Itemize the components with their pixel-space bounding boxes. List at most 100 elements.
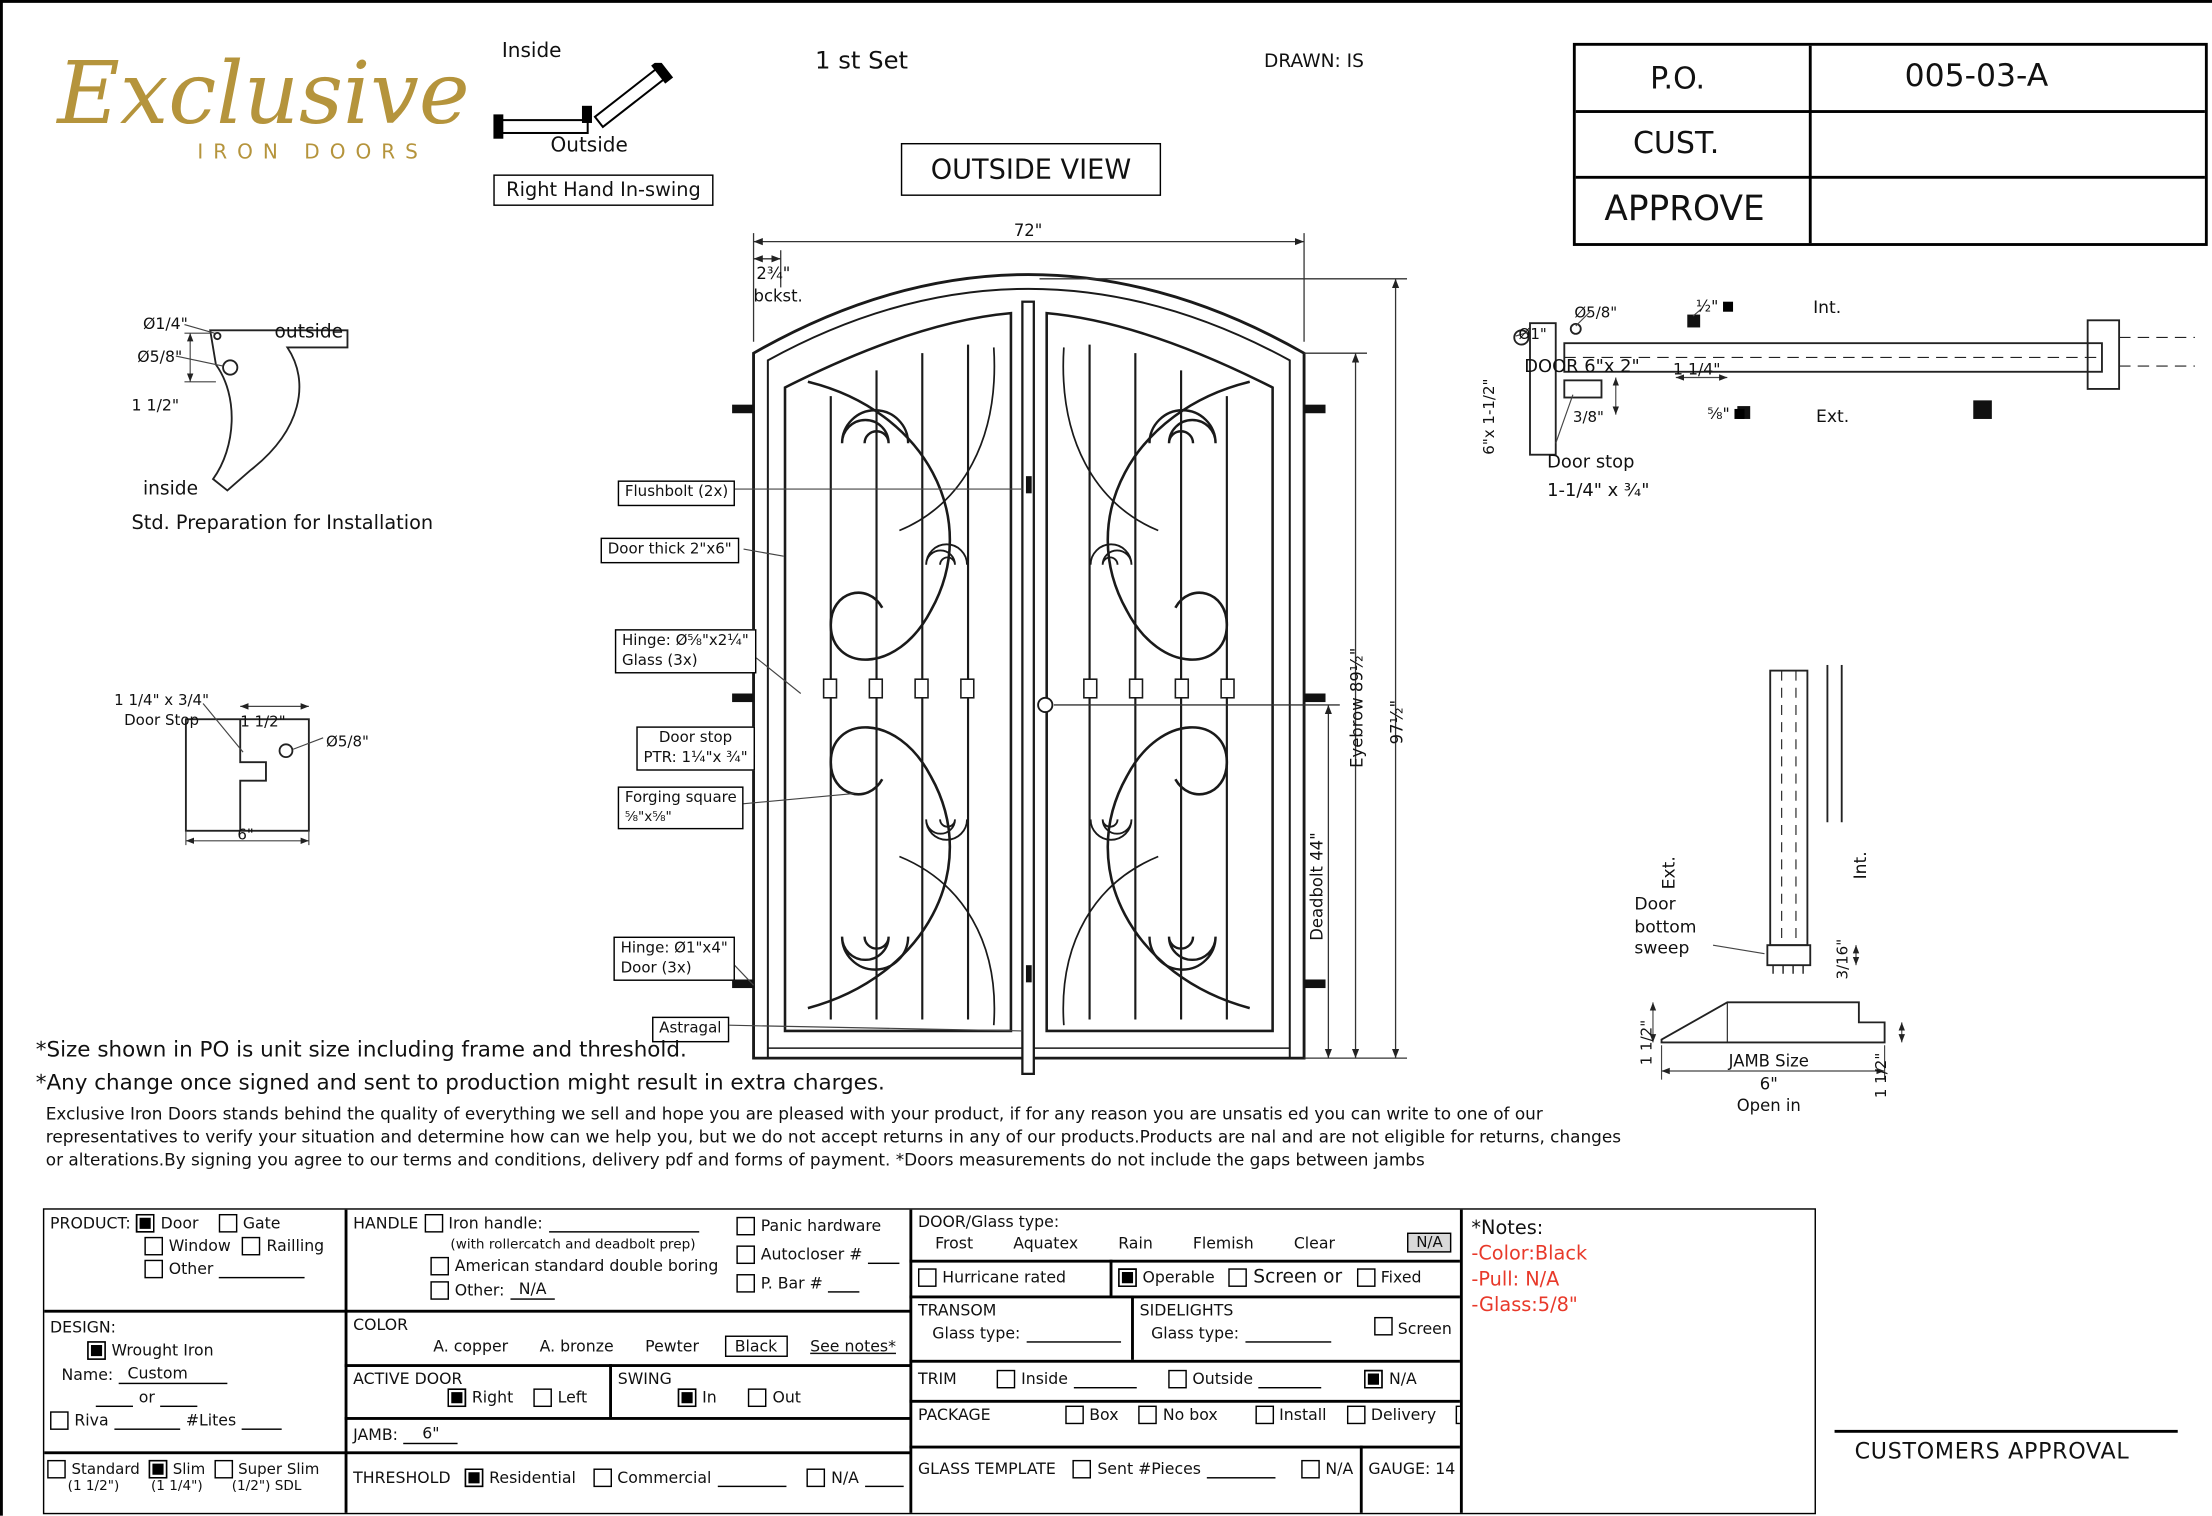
glass-rain-option[interactable]: Rain	[1118, 1233, 1153, 1252]
color-black-selected[interactable]: Black	[724, 1335, 788, 1357]
commercial-field[interactable]	[717, 1469, 787, 1487]
template-sent-field[interactable]	[1206, 1461, 1276, 1478]
order-notes-title: *Notes:	[1471, 1216, 1544, 1240]
checkbox-panic-hardware[interactable]	[736, 1216, 755, 1236]
checkbox-template-sent[interactable]	[1073, 1459, 1092, 1479]
pkg-nobox-label: No box	[1162, 1405, 1218, 1425]
checkbox-pkg-box[interactable]	[1064, 1405, 1084, 1425]
glass-aquatex-option[interactable]: Aquatex	[1013, 1233, 1079, 1252]
gauge-cell: GAUGE: 14	[1363, 1448, 1460, 1512]
checkbox-residential[interactable]	[464, 1468, 484, 1488]
hurricane-cell: Hurricane rated	[912, 1263, 1109, 1296]
head-door-label: DOOR 6"x 2"	[1524, 354, 1640, 377]
pbar-field[interactable]	[828, 1275, 860, 1292]
trim-outside-label: Outside	[1192, 1369, 1254, 1389]
doorstop-title: 1 1/4" x 3/4" Door Stop	[106, 692, 218, 731]
checkbox-active-left[interactable]	[533, 1388, 552, 1408]
checkbox-template-na[interactable]	[1301, 1459, 1320, 1479]
head-half-label: ½"	[1696, 297, 1733, 316]
product-cell: PRODUCT: Door Gate Window Railling Other	[44, 1210, 344, 1310]
design-or-label: or	[138, 1388, 155, 1408]
prep-d112-label: 1 1/2"	[131, 396, 180, 415]
set-label: 1 st Set	[815, 47, 909, 76]
panic-hardware-label: Panic hardware	[760, 1216, 882, 1236]
checkbox-door[interactable]	[136, 1213, 155, 1233]
standard-sub: (1 1/2")	[67, 1478, 120, 1495]
checkbox-hurricane[interactable]	[917, 1268, 937, 1287]
checkbox-fixed[interactable]	[1356, 1268, 1376, 1287]
callout-leaders	[724, 488, 1023, 1032]
checkbox-pkg-install[interactable]	[1254, 1405, 1274, 1425]
checkbox-operable[interactable]	[1118, 1268, 1137, 1287]
order-notes-panel: *Notes: -Color:Black -Pull: N/A -Glass:5…	[1463, 1210, 1815, 1513]
callout-forging: Forging square ⅝"x⅝"	[617, 786, 744, 830]
color-bronze-option[interactable]: A. bronze	[539, 1336, 614, 1356]
checkbox-swing-in[interactable]	[677, 1388, 697, 1408]
color-pewter-option[interactable]: Pewter	[645, 1336, 699, 1356]
transom-label: TRANSOM	[917, 1301, 997, 1320]
checkbox-handle-other[interactable]	[430, 1280, 449, 1300]
callout-hinge-door-line1: Hinge: Ø1"x4"	[620, 939, 728, 957]
active-left-label: Left	[557, 1388, 588, 1408]
callout-door-thick-text: Door thick 2"x6"	[607, 540, 732, 558]
sidelights-label: SIDELIGHTS	[1139, 1301, 1234, 1320]
iron-handle-field[interactable]	[548, 1215, 699, 1232]
threshold-na-field[interactable]	[864, 1469, 904, 1487]
sill-sweep-line1: Door	[1634, 893, 1676, 914]
checkbox-wrought-iron[interactable]	[87, 1341, 106, 1360]
glass-clear-option[interactable]: Clear	[1293, 1233, 1335, 1252]
product-other-field[interactable]	[219, 1260, 305, 1278]
checkbox-riva[interactable]	[50, 1411, 69, 1430]
checkbox-swing-out[interactable]	[748, 1388, 767, 1408]
sidelights-screen-label: Screen	[1397, 1319, 1452, 1339]
trim-inside-field[interactable]	[1073, 1371, 1137, 1388]
checkbox-trim-inside[interactable]	[996, 1369, 1016, 1389]
riva-field[interactable]	[114, 1412, 181, 1430]
callout-forging-line1: Forging square	[624, 789, 737, 807]
checkbox-gate[interactable]	[218, 1213, 238, 1233]
transom-glass-field[interactable]	[1026, 1325, 1121, 1342]
checkbox-commercial[interactable]	[592, 1468, 612, 1488]
checkbox-pkg-ltl[interactable]	[1456, 1405, 1460, 1425]
checkbox-slim[interactable]	[148, 1459, 167, 1479]
head-half-text: ½"	[1695, 297, 1719, 317]
checkbox-pbar[interactable]	[736, 1274, 755, 1293]
jamb-value[interactable]: 6"	[403, 1424, 459, 1445]
checkbox-product-other[interactable]	[144, 1259, 164, 1279]
checkbox-sidelights-screen[interactable]	[1374, 1316, 1393, 1336]
threshold-label: THRESHOLD	[353, 1468, 451, 1488]
super-slim-sub: (1/2") SDL	[231, 1478, 302, 1495]
glass-na-badge[interactable]: N/A	[1407, 1232, 1452, 1253]
astragal-bar	[1021, 300, 1035, 1075]
door-glass-cell: DOOR/Glass type: Frost Aquatex Rain Flem…	[912, 1210, 1460, 1260]
checkbox-iron-handle[interactable]	[424, 1213, 443, 1233]
glass-frost-option[interactable]: Frost	[935, 1233, 974, 1252]
lites-field[interactable]	[241, 1412, 282, 1430]
checkbox-window[interactable]	[144, 1236, 164, 1256]
checkbox-active-right[interactable]	[447, 1388, 467, 1408]
sill-jamb-block: JAMB Size 6" Open in	[1704, 1051, 1833, 1118]
autocloser-field[interactable]	[868, 1246, 900, 1264]
sidelights-glass-field[interactable]	[1244, 1325, 1331, 1342]
checkbox-trim-outside[interactable]	[1168, 1369, 1187, 1389]
color-copper-option[interactable]: A. copper	[433, 1336, 509, 1356]
trim-outside-field[interactable]	[1258, 1371, 1322, 1388]
handle-other-value[interactable]: N/A	[510, 1280, 556, 1300]
approval-signature-line[interactable]	[1834, 1429, 2178, 1433]
checkbox-screen-or[interactable]	[1228, 1268, 1248, 1287]
fixed-label: Fixed	[1380, 1268, 1422, 1287]
checkbox-standard[interactable]	[47, 1459, 66, 1479]
checkbox-threshold-na[interactable]	[806, 1468, 826, 1488]
checkbox-railing[interactable]	[242, 1236, 261, 1256]
door-glass-label: DOOR/Glass type:	[917, 1212, 1060, 1232]
design-name-value[interactable]: Custom	[118, 1364, 228, 1385]
checkbox-pkg-delivery[interactable]	[1346, 1405, 1366, 1425]
note-paragraph-2: representatives to verify your situation…	[45, 1126, 1622, 1147]
checkbox-autocloser[interactable]	[736, 1245, 755, 1265]
glass-flemish-option[interactable]: Flemish	[1192, 1233, 1254, 1252]
checkbox-pkg-nobox[interactable]	[1138, 1405, 1158, 1425]
checkbox-american-boring[interactable]	[430, 1256, 449, 1276]
checkbox-trim-na[interactable]	[1364, 1369, 1384, 1389]
checkbox-super-slim[interactable]	[213, 1459, 233, 1479]
wrought-iron-label: Wrought Iron	[111, 1341, 214, 1360]
